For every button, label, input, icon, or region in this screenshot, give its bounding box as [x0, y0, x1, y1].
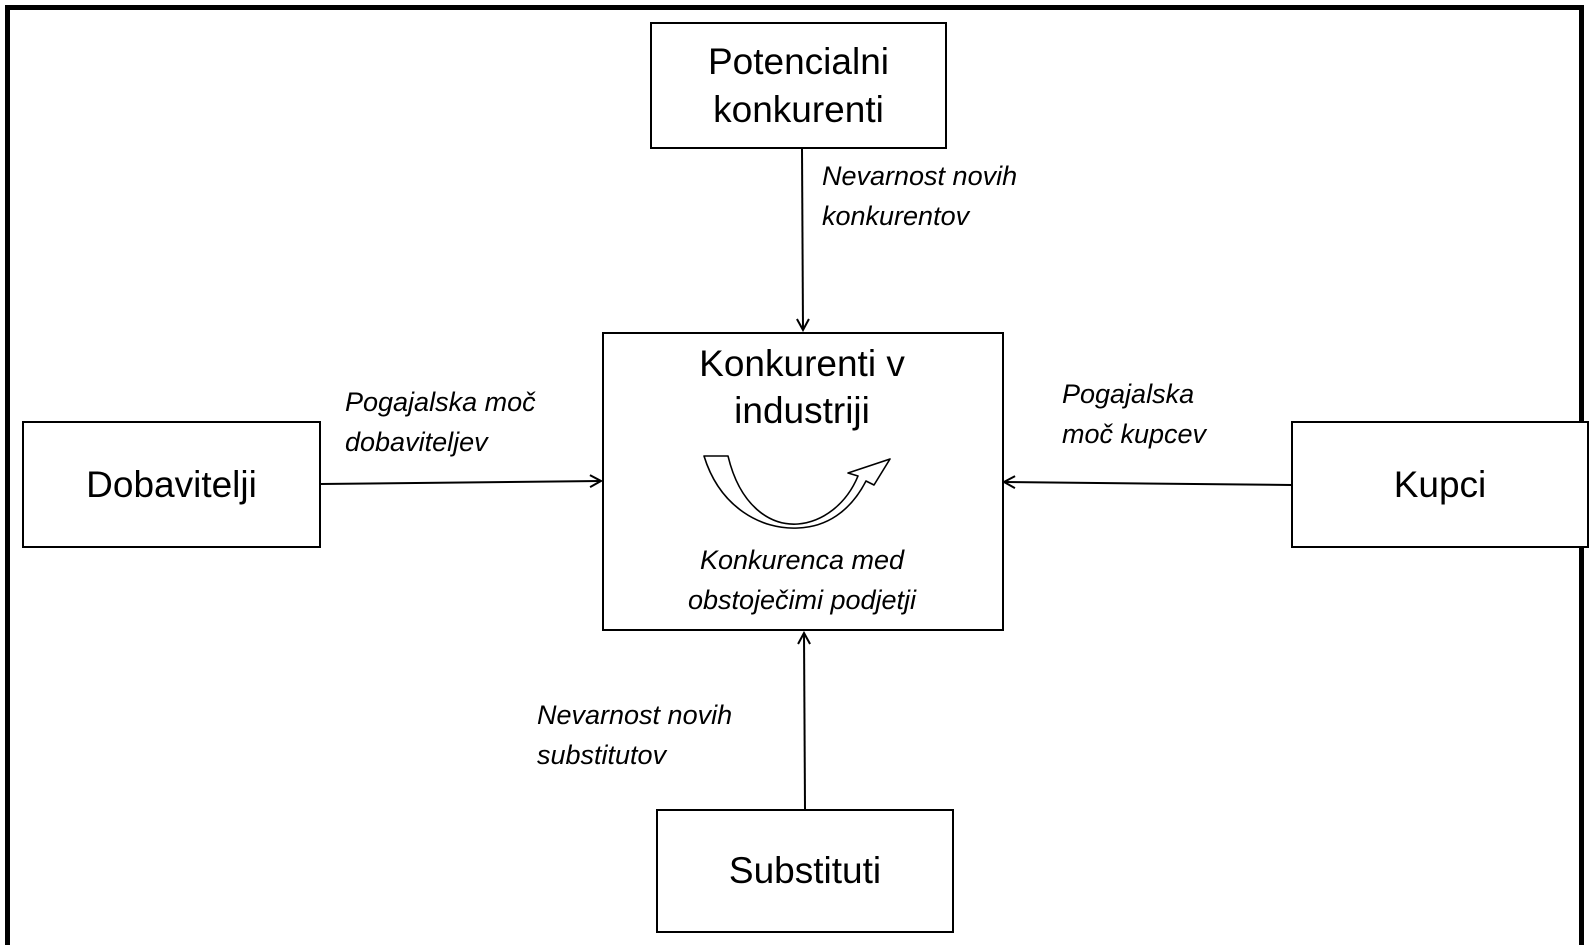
- box-suppliers-label: Dobavitelji: [86, 463, 257, 505]
- box-potential-competitors-label: Potencialni konkurenti: [707, 41, 889, 130]
- label-supplier-power: Pogajalska moč dobaviteljev: [345, 387, 536, 457]
- curved-arrow-icon: [703, 455, 891, 529]
- box-industry-competitors: [602, 332, 1004, 631]
- arrow-left: [319, 481, 601, 484]
- label-buyer-power: Pogajalska moč kupcev: [1062, 379, 1207, 449]
- arrow-bottom: [804, 633, 805, 810]
- arrow-top: [802, 148, 803, 330]
- center-caption: Konkurenca med obstoječimi podjetji: [687, 545, 917, 615]
- box-potential-competitors: Potencialni konkurenti: [650, 22, 947, 149]
- center-title: Konkurenti v industriji: [699, 343, 905, 432]
- box-substitutes-label: Substituti: [728, 850, 882, 892]
- box-buyers-label: Kupci: [1393, 463, 1487, 505]
- box-buyers: Kupci: [1291, 421, 1589, 548]
- label-threat-new-entrants: Nevarnost novih konkurentov: [822, 161, 1018, 231]
- arrow-right: [1004, 482, 1293, 485]
- box-substitutes: Substituti: [656, 809, 954, 933]
- label-threat-substitutes: Nevarnost novih substitutov: [537, 700, 733, 770]
- box-suppliers: Dobavitelji: [22, 421, 321, 548]
